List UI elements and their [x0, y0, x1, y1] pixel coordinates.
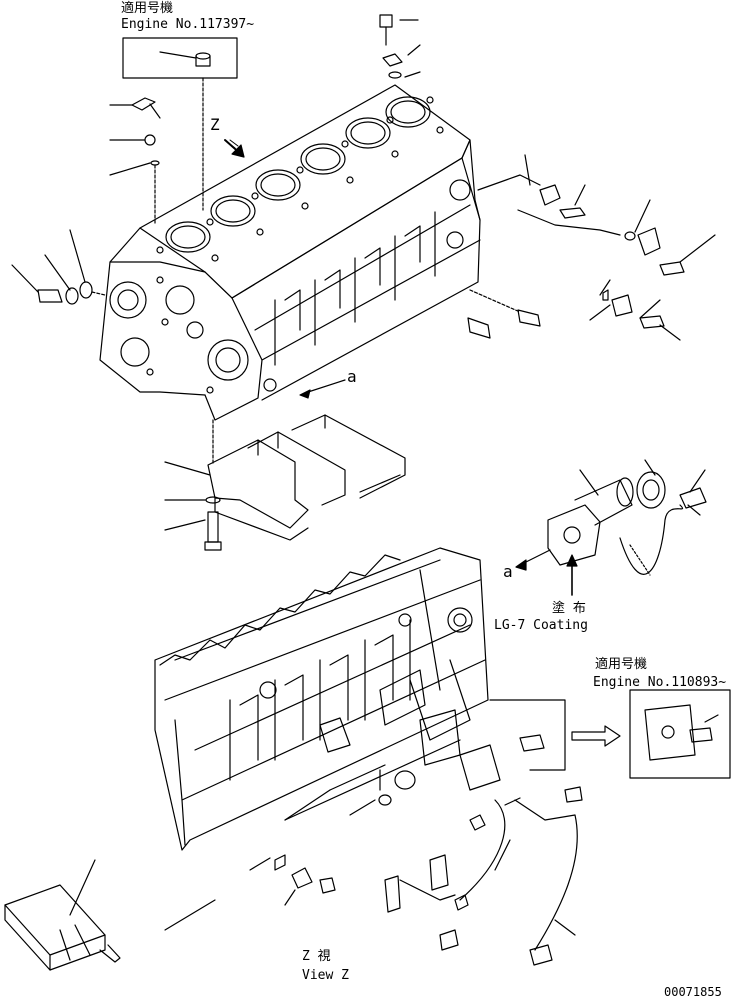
cylinder-block-upper: [99, 84, 481, 421]
main-bearing-caps: [207, 414, 406, 541]
sensor-assembly: [547, 459, 707, 576]
callout-top-applicable-label: 適用号機: [121, 1, 174, 16]
deck-holes: [156, 96, 444, 262]
callout-mid-applicable-label: 適用号機: [595, 657, 648, 672]
view-z-label-jp: Z 視: [302, 949, 331, 964]
installation-tool: [4, 859, 121, 971]
top-bolt: [379, 14, 421, 79]
right-side-parts: [467, 154, 716, 341]
coating-label-jp: 塗 布: [552, 601, 586, 616]
left-side-parts: [11, 97, 161, 305]
view-z-letter: Z: [210, 115, 220, 134]
section-a-label-top: a: [347, 367, 357, 386]
hollow-arrow: [571, 725, 621, 747]
cover-plate-icon: [644, 704, 719, 761]
coating-label-en: LG-7 Coating: [494, 618, 588, 633]
callout-box-mid: [629, 689, 731, 779]
view-z-arrow: [224, 139, 245, 158]
cylinder-bores: [165, 96, 431, 253]
lower-detail-parts: [249, 699, 583, 966]
section-a-label-bottom: a: [503, 562, 513, 581]
cylinder-block-lower: [154, 547, 489, 851]
callout-top-engine-number: Engine No.117397~: [121, 17, 255, 32]
plug-icon: [195, 52, 211, 67]
callout-box-top: [122, 37, 238, 79]
drawing-number: 00071855: [664, 985, 722, 999]
cap-bolt: [204, 419, 222, 551]
callout-mid-engine-number: Engine No.110893~: [593, 675, 727, 690]
view-z-label-en: View Z: [302, 968, 349, 983]
